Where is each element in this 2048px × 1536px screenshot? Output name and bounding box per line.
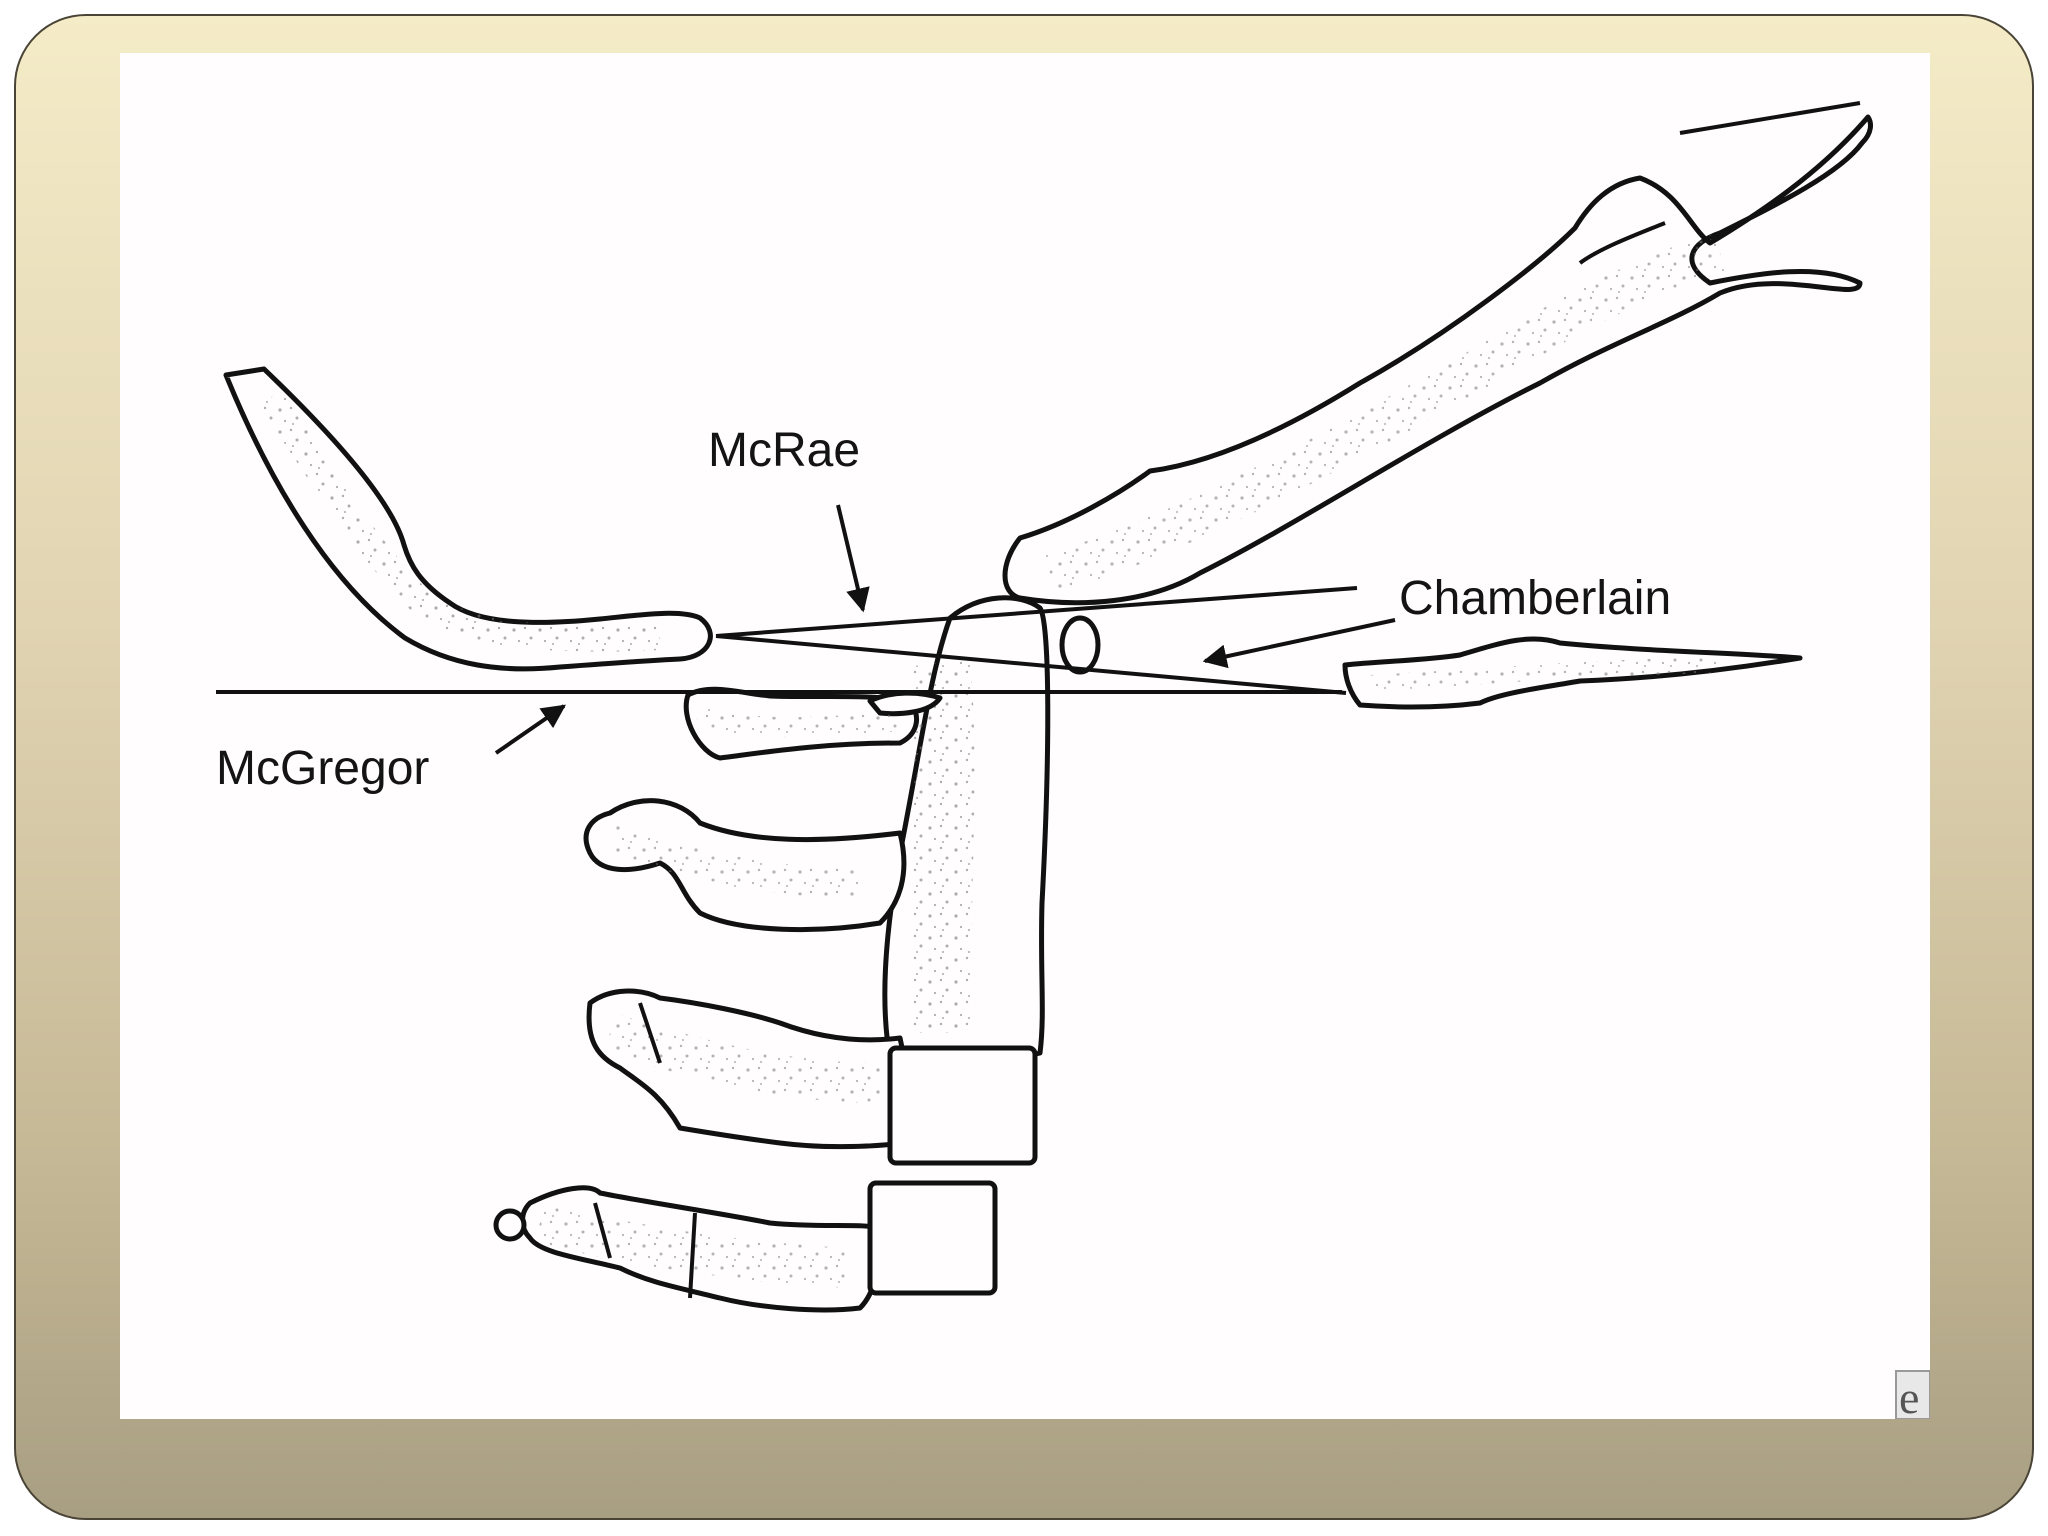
chamberlain-arrow	[1202, 618, 1396, 669]
c1-posterior-arch	[683, 686, 943, 761]
mcgregor-label: McGregor	[216, 742, 429, 795]
slide-frame: McRae Chamberlain McGregor e	[14, 14, 2034, 1520]
c4-vertebra	[493, 1185, 883, 1313]
palate-posterior-stem	[1342, 636, 1803, 710]
content-panel: McRae Chamberlain McGregor e	[120, 53, 1930, 1419]
corner-mark: e	[1899, 1372, 1919, 1419]
occipital-bone	[223, 366, 713, 672]
craniovertebral-diagram: McRae Chamberlain McGregor e	[216, 101, 1930, 1419]
chamberlain-line	[715, 586, 1358, 638]
c3-vertebra	[586, 988, 911, 1150]
mcgregor-arrow	[494, 704, 566, 755]
c4-body	[867, 1180, 998, 1296]
c3-body	[887, 1045, 1038, 1166]
c2-spinous-process	[583, 798, 907, 933]
mcrae-label: McRae	[708, 424, 860, 477]
mcrae-line	[715, 634, 1347, 695]
hard-palate	[1002, 101, 1873, 606]
c1-anterior-arch	[1059, 615, 1101, 675]
corner-mark-box	[1895, 1370, 1930, 1419]
chamberlain-label: Chamberlain	[1399, 572, 1671, 625]
odontoid-c2-body	[882, 595, 1051, 1065]
mcrae-arrow	[836, 504, 870, 613]
